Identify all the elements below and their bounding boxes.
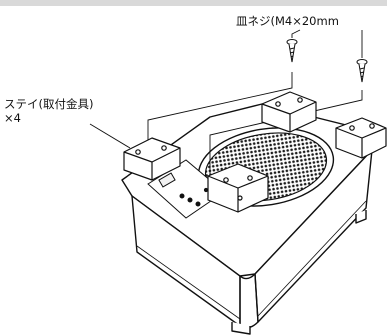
stay-bracket-right bbox=[335, 117, 387, 159]
screw-label: 皿ネジ(M4×20mm bbox=[236, 14, 339, 28]
stay-count-label: ×4 bbox=[4, 111, 21, 125]
screw-right bbox=[356, 59, 368, 83]
stay-bracket-top bbox=[261, 91, 317, 133]
stay-bracket-left bbox=[123, 137, 181, 181]
screw-leader bbox=[291, 29, 363, 58]
stay-label: ステイ(取付金具) bbox=[4, 97, 94, 111]
stay-bracket-front bbox=[207, 163, 269, 213]
top-strip bbox=[0, 0, 387, 6]
screw-left bbox=[286, 39, 298, 63]
